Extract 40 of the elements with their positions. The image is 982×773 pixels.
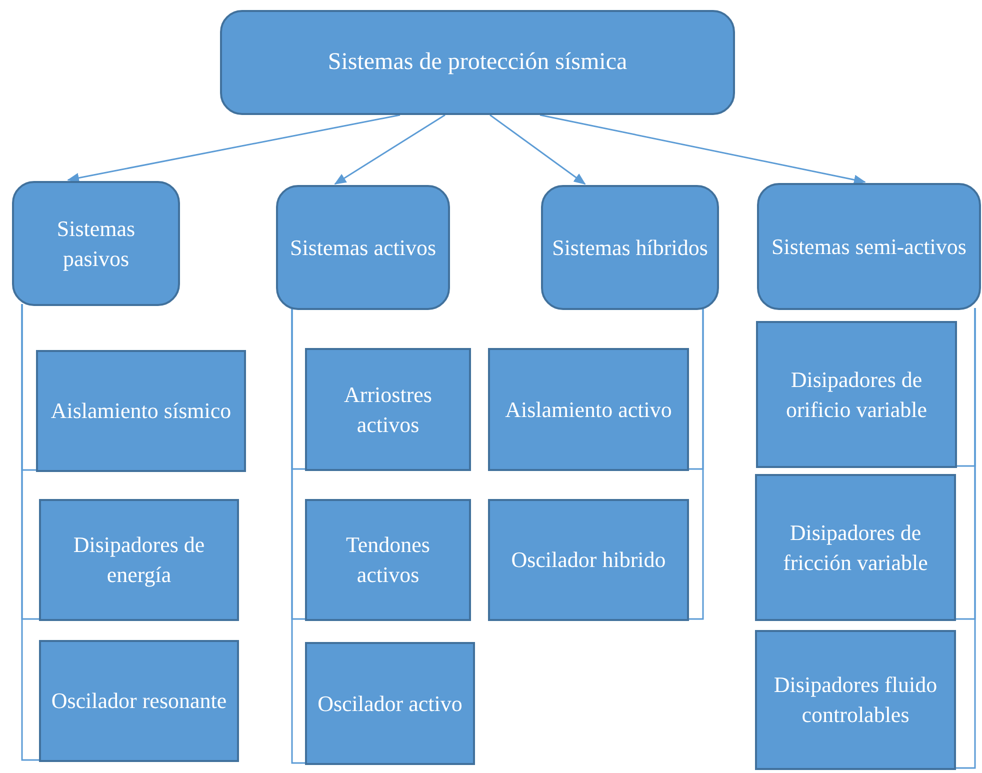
box-label: Sistemas de protección sísmica xyxy=(328,48,628,78)
box-label: Aislamiento activo xyxy=(505,396,672,424)
process-box xyxy=(39,640,239,762)
box-label: Disipadores de energía xyxy=(72,531,206,589)
box-label: Arriostres activos xyxy=(343,380,433,438)
box-label: Sistemas pasivos xyxy=(56,214,136,273)
process-box xyxy=(39,499,239,621)
connector-line xyxy=(291,308,305,764)
box-label: Disipadores de fricción variable xyxy=(782,518,929,576)
box-label: Oscilador resonante xyxy=(51,687,227,716)
connector-line xyxy=(689,308,704,620)
arrow xyxy=(540,114,866,185)
process-box xyxy=(755,630,956,770)
box-label: Oscilador hibrido xyxy=(511,546,666,574)
arrow xyxy=(334,114,446,185)
box-label: Disipadores de orificio variable xyxy=(784,366,928,424)
connector-line xyxy=(21,304,39,761)
connector-line xyxy=(956,308,976,769)
process-box xyxy=(305,642,475,765)
rounded-box xyxy=(12,181,180,306)
process-box xyxy=(488,348,689,471)
process-box xyxy=(756,321,957,468)
arrow xyxy=(67,114,400,183)
arrow xyxy=(490,114,586,185)
box-label: Sistemas semi-activos xyxy=(772,232,966,261)
rounded-box xyxy=(541,185,719,310)
box-label: Disipadores fluido controlables xyxy=(772,671,938,729)
box-label: Oscilador activo xyxy=(318,690,462,718)
process-box xyxy=(488,499,689,621)
process-box xyxy=(305,499,471,621)
rounded-box xyxy=(220,10,735,115)
rounded-box xyxy=(276,185,450,310)
box-label: Tendones activos xyxy=(345,531,431,589)
box-label: Sistemas activos xyxy=(290,234,436,262)
box-label: Sistemas híbridos xyxy=(552,234,708,262)
rounded-box xyxy=(757,183,981,310)
box-label: Aislamiento sísmico xyxy=(50,397,232,426)
process-box xyxy=(305,348,471,471)
process-box xyxy=(36,350,246,472)
process-box xyxy=(755,474,956,621)
